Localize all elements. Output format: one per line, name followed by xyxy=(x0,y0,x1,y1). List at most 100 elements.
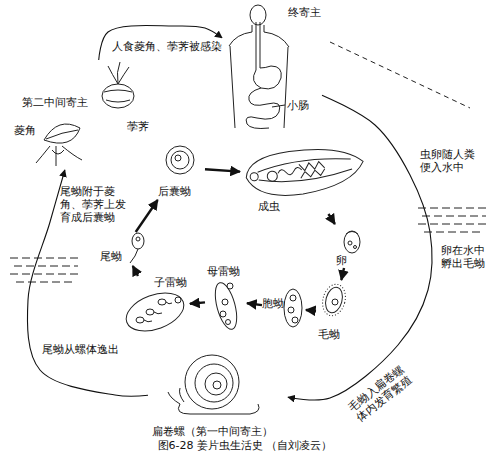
egg-figure xyxy=(344,231,360,253)
cercaria-figure xyxy=(136,237,140,241)
human-figure xyxy=(272,105,285,107)
stage-figure: 后囊蚴 xyxy=(155,135,205,200)
edge-label: 人食菱角、荸荠被感染 xyxy=(112,40,224,53)
stage-figure: 子雷蚴 xyxy=(118,276,190,338)
water-chestnut-figure xyxy=(102,84,134,108)
stage-arrow xyxy=(190,302,205,303)
adult-fluke-figure xyxy=(243,142,366,202)
route-arrow xyxy=(27,170,148,396)
cercaria-figure xyxy=(130,249,138,263)
stage-arrow xyxy=(341,268,344,280)
stage-arrow xyxy=(205,169,240,171)
stage-figure: 尾蚴 xyxy=(98,232,150,266)
adult-fluke-figure xyxy=(250,172,259,181)
stage-arrow xyxy=(247,303,262,305)
stage-figure: 母雷蚴 xyxy=(205,263,247,338)
egg-figure xyxy=(344,231,360,253)
note-text: 尾蚴附于菱角、荸荠上发育成后囊蚴 xyxy=(60,185,127,224)
human-figure xyxy=(230,46,288,128)
miracidium-figure xyxy=(319,282,349,319)
metacercaria-figure xyxy=(166,146,194,174)
snail-figure xyxy=(178,404,259,414)
stage-label: 成虫 xyxy=(258,200,280,213)
daughter-redia-figure xyxy=(121,286,189,338)
host-figure: 扁卷螺（第一中间寄主） xyxy=(148,352,288,440)
adult-fluke-figure xyxy=(299,161,326,178)
stage-arrow xyxy=(133,266,138,276)
stage-label: 母雷蚴 xyxy=(207,265,240,278)
water-caltrop-figure xyxy=(52,150,64,154)
metacercaria-figure xyxy=(175,155,181,161)
snail-figure xyxy=(185,355,239,409)
plant-figure: 荸荠 xyxy=(95,60,153,135)
human-figure xyxy=(250,5,266,25)
miracidium-figure xyxy=(332,299,338,305)
metacercaria-figure xyxy=(171,151,189,169)
daughter-redia-figure xyxy=(175,297,181,303)
cercaria-figure xyxy=(132,233,144,249)
daughter-redia-figure xyxy=(146,309,154,315)
redia-figure xyxy=(222,299,228,305)
water-symbol xyxy=(418,208,488,232)
daughter-redia-figure xyxy=(121,286,189,338)
human-figure xyxy=(253,66,281,89)
daughter-redia-figure xyxy=(136,317,144,323)
snail-figure xyxy=(168,388,184,404)
adult-fluke-figure xyxy=(243,142,366,202)
stage-label: 荸荠 xyxy=(127,120,149,133)
plant-figure: 菱角 xyxy=(10,112,85,167)
stage-arrow xyxy=(306,309,316,312)
sporocyst-figure xyxy=(290,295,296,301)
stage-arrow xyxy=(328,214,334,224)
water-caltrop-figure xyxy=(36,146,82,166)
daughter-redia-figure xyxy=(154,312,162,314)
egg-figure xyxy=(348,241,352,245)
sporocyst-figure xyxy=(284,289,302,327)
edge-label: 尾蚴从螺体逸出 xyxy=(42,343,122,356)
water-caltrop-figure xyxy=(46,130,78,139)
stage-figure: 卵 xyxy=(332,224,366,268)
stage-label: 菱角 xyxy=(14,124,36,137)
redia-figure xyxy=(220,311,226,317)
cercaria-figure xyxy=(130,233,144,263)
sporocyst-figure xyxy=(292,317,298,323)
adult-fluke-figure xyxy=(267,171,278,182)
daughter-redia-figure xyxy=(166,302,172,304)
route-arrow xyxy=(288,95,432,400)
divider-line xyxy=(330,42,470,108)
stage-figure: 胞蚴 xyxy=(262,283,306,333)
miracidium-figure xyxy=(323,285,345,314)
sporocyst-figure xyxy=(288,307,294,313)
human-figure xyxy=(229,5,289,129)
stage-label: 毛蚴 xyxy=(318,328,340,341)
stage-label: 第二中间寄主 xyxy=(22,96,88,109)
egg-figure xyxy=(354,246,357,249)
figure-caption: 图6-28 姜片虫生活史 （自刘凌云） xyxy=(0,439,490,452)
host-group: 第二中间寄主荸荠 菱角 xyxy=(8,60,153,170)
organ-label: 小肠 xyxy=(287,99,317,112)
adult-fluke-figure xyxy=(257,154,353,186)
daughter-redia-figure xyxy=(144,320,152,322)
human-figure xyxy=(256,22,260,70)
water-caltrop-figure xyxy=(44,124,80,143)
route-arrow xyxy=(99,26,222,60)
water-chestnut-figure xyxy=(108,62,129,84)
miracidium-figure xyxy=(319,282,349,319)
snail-figure xyxy=(205,373,227,395)
stage-label: 胞蚴 xyxy=(262,297,284,310)
redia-figure xyxy=(211,280,241,331)
edge-label: 虫卵随人粪便入水中 xyxy=(420,148,476,174)
stage-label: 子雷蚴 xyxy=(154,276,187,289)
snail-figure xyxy=(195,364,233,402)
stage-label: 尾蚴 xyxy=(100,250,122,263)
daughter-redia-figure xyxy=(158,299,166,305)
stage-figure: 毛蚴 xyxy=(316,280,352,345)
note-text: 毛蚴入扁卷螺体内发育繁殖 xyxy=(346,362,416,424)
snail-figure xyxy=(213,381,221,389)
stage-label: 后囊蚴 xyxy=(158,185,191,198)
human-figure xyxy=(246,88,280,129)
water-chestnut-figure xyxy=(104,90,132,102)
